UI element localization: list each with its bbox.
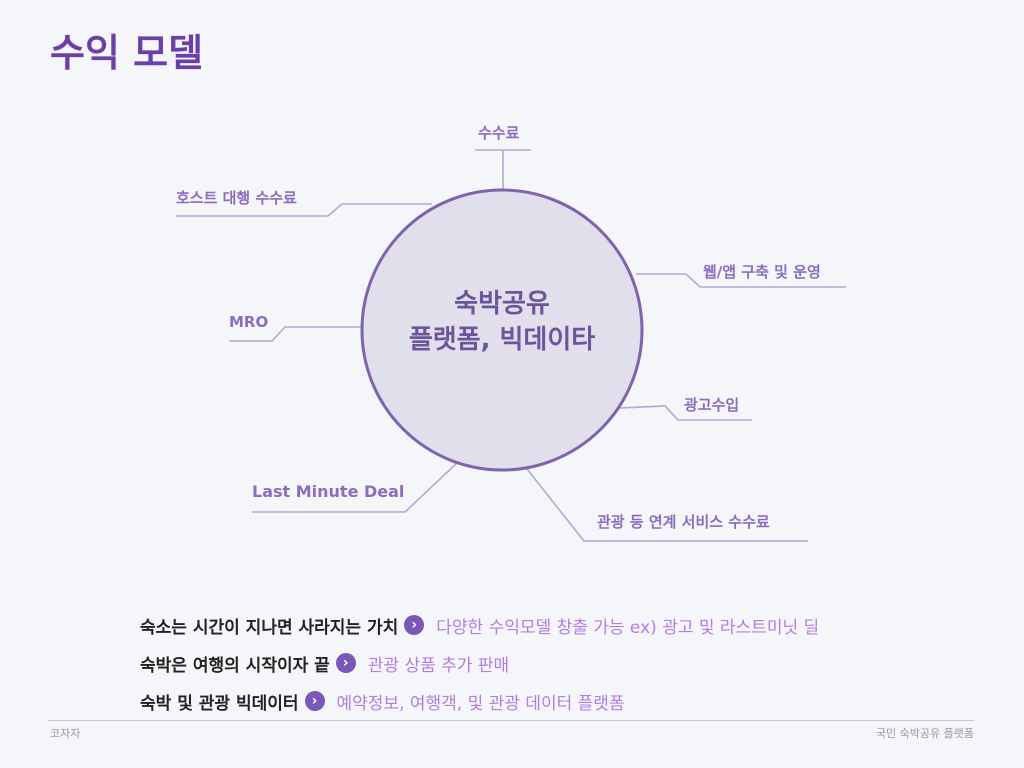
center-label-line1: 숙박공유	[454, 289, 550, 319]
bullet-list: 숙소는 시간이 지나면 사라지는 가치 › 다양한 수익모델 창출 가능 ex)…	[140, 606, 819, 720]
bullet-desc: 다양한 수익모델 창출 가능 ex) 광고 및 라스트미닛 딜	[436, 617, 820, 638]
bullet-lead: 숙소는 시간이 지나면 사라지는 가치	[140, 617, 399, 638]
node-ad: 광고수입	[684, 396, 740, 414]
connector-last-minute	[252, 461, 459, 513]
connector-tourism	[526, 468, 808, 542]
footer-divider	[48, 720, 974, 721]
connector-ad	[619, 405, 752, 421]
connector-mro	[229, 326, 365, 342]
node-host-agency: 호스트 대행 수수료	[176, 189, 297, 207]
node-web-app: 웹/앱 구축 및 운영	[703, 263, 821, 281]
bullet-lead: 숙박 및 관광 빅데이터	[140, 693, 299, 714]
connector-web-app	[636, 273, 846, 288]
bullet-row: 숙박 및 관광 빅데이터 › 예약정보, 여행객, 및 관광 데이터 플랫폼	[140, 682, 819, 720]
chevron-right-icon: ›	[335, 653, 356, 673]
connector-fee	[475, 149, 531, 190]
bullet-row: 숙소는 시간이 지나면 사라지는 가치 › 다양한 수익모델 창출 가능 ex)…	[140, 606, 819, 644]
footer-company: 코자자	[50, 727, 81, 740]
center-label: 숙박공유 플랫폼, 빅데이타	[364, 286, 640, 358]
node-tourism: 관광 등 연계 서비스 수수료	[597, 513, 770, 531]
bullet-row: 숙박은 여행의 시작이자 끝 › 관광 상품 추가 판매	[140, 644, 819, 682]
chevron-right-icon: ›	[304, 691, 325, 711]
connector-host-agency	[176, 203, 432, 217]
bullet-desc: 관광 상품 추가 판매	[367, 655, 510, 676]
bullet-lead: 숙박은 여행의 시작이자 끝	[140, 655, 330, 676]
node-fee: 수수료	[478, 124, 520, 142]
chevron-right-icon: ›	[404, 615, 425, 635]
center-circle	[360, 188, 644, 472]
slide-title: 수익 모델	[50, 31, 204, 75]
footer-tagline: 국민 숙박공유 플랫폼	[875, 727, 974, 740]
node-mro: MRO	[229, 313, 269, 331]
center-label-line2: 플랫폼, 빅데이타	[408, 325, 596, 355]
bullet-desc: 예약정보, 여행객, 및 관광 데이터 플랫폼	[336, 693, 625, 714]
node-last-minute: Last Minute Deal	[252, 482, 405, 501]
